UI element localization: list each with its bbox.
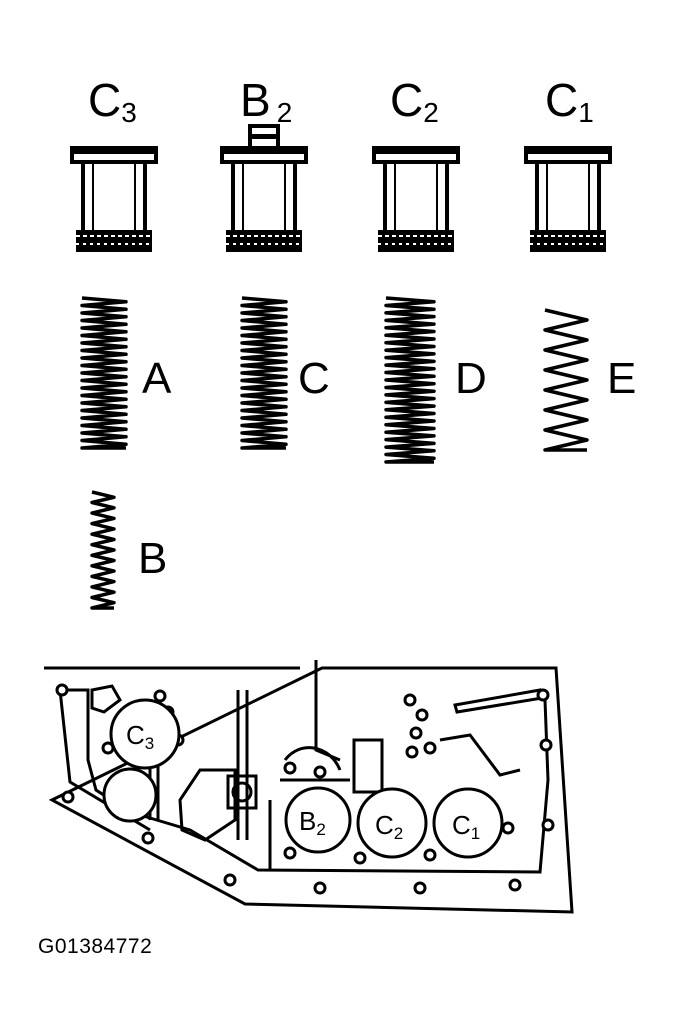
port-label-c3: C3 <box>126 720 154 753</box>
port-label-b2: B2 <box>299 806 326 839</box>
port-label-c1: C1 <box>452 810 480 843</box>
spring-label-a: A <box>142 354 172 403</box>
spring-c-icon <box>240 296 288 450</box>
spring-label-e: E <box>607 354 636 403</box>
piston-b2-icon <box>220 124 308 252</box>
piston-c3-icon <box>70 146 158 252</box>
piston-label-c2: C2 <box>390 74 439 128</box>
piston-label-c3: C3 <box>88 74 137 128</box>
spring-e-icon <box>543 308 589 452</box>
spring-a-icon <box>80 296 128 450</box>
port-b2-icon <box>284 786 352 854</box>
piston-c1-icon <box>524 146 612 252</box>
port-label-c2: C2 <box>375 810 403 843</box>
port-c1-icon <box>432 787 504 859</box>
spring-b-icon <box>90 490 116 610</box>
spring-label-b: B <box>138 534 167 583</box>
figure-code: G01384772 <box>38 935 152 958</box>
spring-d-icon <box>384 296 436 464</box>
spring-label-d: D <box>455 354 487 403</box>
piston-label-c1: C1 <box>545 74 594 128</box>
port-c3-icon <box>102 698 181 823</box>
port-c2-icon <box>356 787 428 859</box>
spring-label-c: C <box>298 354 330 403</box>
piston-c2-icon <box>372 146 460 252</box>
